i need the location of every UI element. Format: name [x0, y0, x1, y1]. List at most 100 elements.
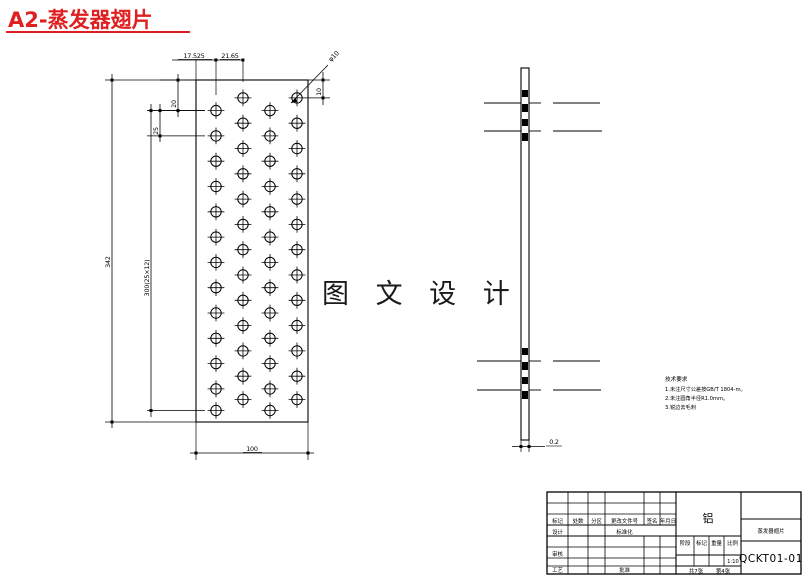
hole — [288, 291, 306, 309]
revision-header-cell: 处数 — [573, 517, 584, 525]
hole — [288, 165, 306, 183]
hole — [207, 127, 225, 145]
hole — [207, 402, 225, 419]
hole — [288, 342, 306, 360]
hole — [234, 140, 252, 157]
front-view: 17.525 21.65 φ10 10 — [104, 49, 341, 460]
dim-left-margin: 17.525 — [183, 52, 204, 60]
hole — [234, 114, 252, 132]
hole — [261, 152, 279, 170]
dim-overall-width: 100 — [246, 445, 258, 453]
title-block-role: 审核 — [552, 550, 563, 558]
hole — [234, 89, 252, 107]
hole — [207, 178, 225, 195]
hole — [207, 279, 225, 297]
side-view-hatch-bottom — [522, 348, 528, 399]
property-header-cell: 标记 — [696, 539, 707, 547]
hole — [288, 216, 306, 233]
title-block-part-name: 蒸发器翅片 — [758, 527, 785, 535]
title-block-drawing-number: QCKT01-01 — [739, 553, 803, 565]
top-dimension-group: 17.525 21.65 — [172, 52, 245, 95]
hole — [207, 254, 225, 271]
hole — [207, 102, 225, 119]
hole — [261, 127, 279, 145]
hole — [207, 380, 225, 398]
hole — [207, 203, 225, 221]
hole — [234, 266, 252, 284]
hole — [207, 355, 225, 372]
hole — [288, 391, 306, 408]
hole — [261, 279, 279, 297]
side-view-outline — [520, 67, 530, 441]
side-view-thickness-dim: 0.2 — [512, 438, 562, 452]
hole — [261, 178, 279, 195]
front-view-outline — [195, 79, 309, 423]
hole — [288, 266, 306, 284]
hole — [234, 342, 252, 360]
title-block-role: 标准化 — [616, 528, 633, 536]
side-view: 0.2 — [477, 67, 602, 452]
title-block-role: 设计 — [552, 528, 563, 536]
title-underline — [6, 31, 190, 33]
hole — [234, 391, 252, 408]
property-header-cell: 比例 — [727, 539, 738, 547]
hole — [234, 367, 252, 385]
title-block-material: 铝 — [703, 511, 714, 525]
title-block-scale: 1:10 — [727, 559, 739, 565]
title-block-frame — [546, 491, 802, 575]
right-edge-dimension: 10 — [305, 72, 330, 105]
dim-342-group: 342 — [104, 74, 196, 428]
technical-notes-block: 技术要求 1.未注尺寸公差按GB/T 1804-m。 2.未注圆角半径R1.0m… — [665, 375, 746, 411]
hole — [288, 367, 306, 385]
dim-pitch-vertical: 300(25×12) — [143, 260, 151, 297]
revision-header-cell: 签名 — [647, 517, 658, 525]
hole-column-d — [288, 89, 306, 408]
hole — [261, 355, 279, 372]
hole-pattern — [207, 89, 306, 419]
technical-notes-heading: 技术要求 — [665, 375, 688, 383]
dim-offset-top: 20 — [170, 100, 178, 108]
dim-pitch-row: 25 — [152, 127, 160, 135]
page-title: A2-蒸发器翅片 — [8, 8, 153, 32]
dim-overall-height: 342 — [104, 256, 112, 268]
technical-note-line: 2.未注圆角半径R1.0mm。 — [665, 394, 728, 402]
hole — [234, 190, 252, 208]
revision-header-cell: 标记 — [552, 517, 563, 525]
title-block-role: 批准 — [619, 566, 630, 574]
side-view-hatch-top — [522, 90, 528, 141]
hole — [288, 140, 306, 157]
hole — [288, 89, 306, 107]
dim-100-group: 100 — [190, 422, 314, 460]
dim-hole-callout: φ10 — [327, 49, 341, 63]
title-block-role: 工艺 — [552, 567, 563, 574]
hole — [288, 241, 306, 259]
dim-thickness: 0.2 — [549, 438, 559, 446]
hole — [261, 329, 279, 347]
hole — [288, 190, 306, 208]
hole — [261, 203, 279, 221]
technical-note-line: 3.锐边去毛刺 — [665, 403, 696, 411]
title-block: 标记 处数 分区 更改文件号 签名 年月日 设计 审核 工艺 标准化 批准 铝 … — [546, 491, 803, 575]
revision-header-cell: 分区 — [591, 517, 602, 525]
dim-300-group: 300(25×12) — [143, 104, 205, 417]
watermark-text: 图 文 设 计 — [322, 279, 519, 310]
hole — [234, 216, 252, 233]
property-header-cell: 阶段 — [680, 539, 691, 547]
hole — [234, 291, 252, 309]
hole — [207, 304, 225, 322]
hole — [234, 165, 252, 183]
hole — [207, 152, 225, 170]
hole — [261, 254, 279, 271]
hole — [207, 329, 225, 347]
hole — [261, 402, 279, 419]
sheet-info-cell: 共7张 — [689, 567, 704, 575]
hole — [234, 317, 252, 334]
hole — [261, 380, 279, 398]
hole-column-c — [261, 102, 279, 419]
revision-header-cell: 更改文件号 — [611, 517, 639, 525]
hole — [261, 304, 279, 322]
hole — [288, 114, 306, 132]
hole — [261, 102, 279, 119]
